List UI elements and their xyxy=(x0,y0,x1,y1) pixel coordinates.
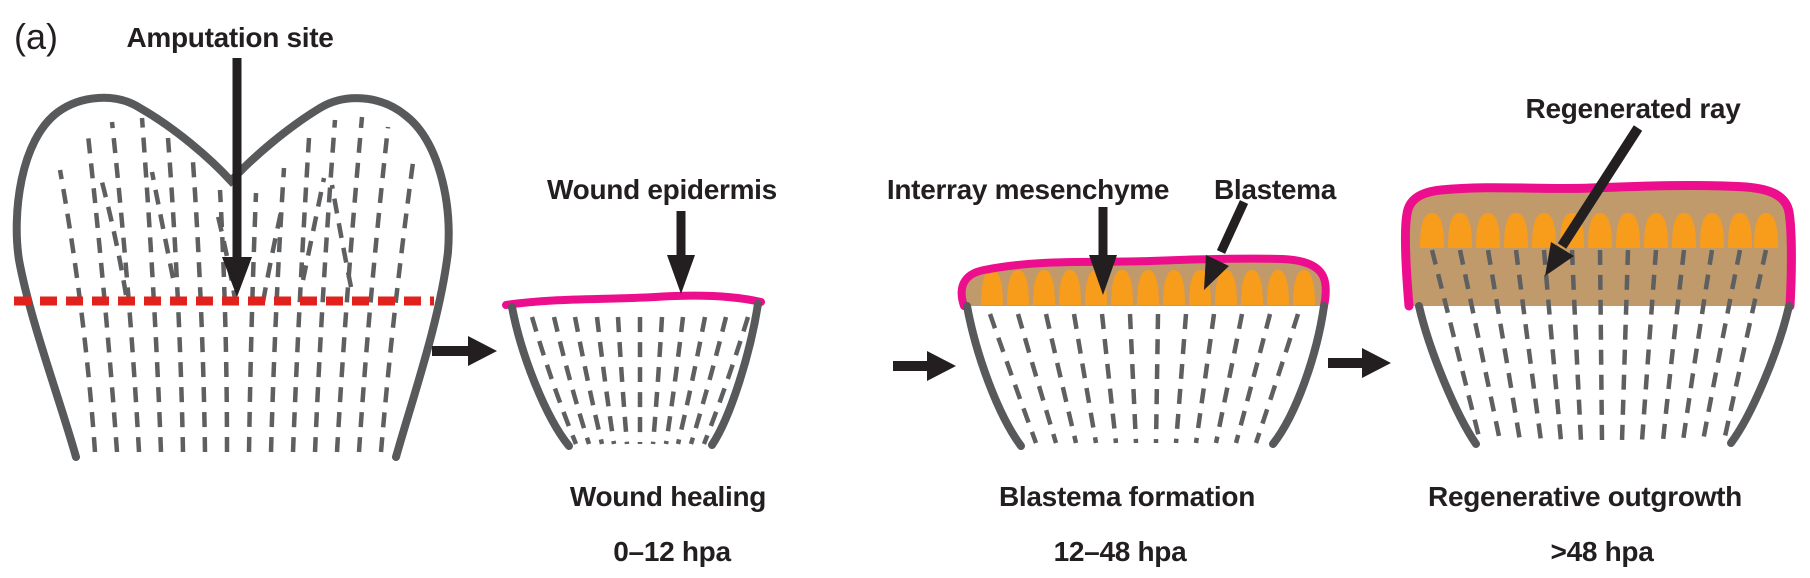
blastema-arrow-shaft xyxy=(1216,200,1249,254)
interray-mesenchyme-label: Interray mesenchyme xyxy=(886,174,1170,205)
wound-healing-caption: Wound healing xyxy=(569,481,767,512)
arrow-shafts xyxy=(232,58,1643,371)
wound-epidermis-line-stage2 xyxy=(957,254,1330,310)
fin-outlines xyxy=(12,93,1793,461)
regenerative-outgrowth-caption: Regenerative outgrowth xyxy=(1428,481,1742,512)
regenerated-ray-arrow-shaft xyxy=(1557,125,1643,249)
wound-healing-time: 0–12 hpa xyxy=(613,536,731,567)
wound-epidermis-outline xyxy=(502,180,1796,311)
arrow-heads xyxy=(222,242,1574,381)
blastema-label: Blastema xyxy=(1213,174,1337,205)
blastema-buds xyxy=(981,213,1778,305)
wound-epidermis-line-stage1 xyxy=(502,291,765,309)
blastema-formation-time: 12–48 hpa xyxy=(1053,536,1187,567)
intact-fin-outline xyxy=(12,93,453,461)
amputation-arrow-head xyxy=(222,257,252,297)
flow-arrow-3-head xyxy=(1362,348,1391,378)
flow-arrow-2-head xyxy=(927,351,956,381)
wound-epidermis-line-stage3 xyxy=(1401,180,1796,311)
interray-mesenchyme-arrow-head xyxy=(1089,255,1117,295)
flow-arrow-1-head xyxy=(468,336,497,366)
blastema-arrow-head xyxy=(1204,255,1229,290)
panel-letter: (a) xyxy=(14,16,58,57)
wound-epidermis-arrow-head xyxy=(667,255,695,294)
regenerative-outgrowth-time: >48 hpa xyxy=(1550,536,1654,567)
regenerated-ray-label: Regenerated ray xyxy=(1525,93,1741,124)
amputation-site-label: Amputation site xyxy=(126,22,334,53)
wound-epidermis-label: Wound epidermis xyxy=(547,174,777,205)
regenerated-ray-arrow-head xyxy=(1545,242,1574,276)
blastema-formation-caption: Blastema formation xyxy=(999,481,1255,512)
